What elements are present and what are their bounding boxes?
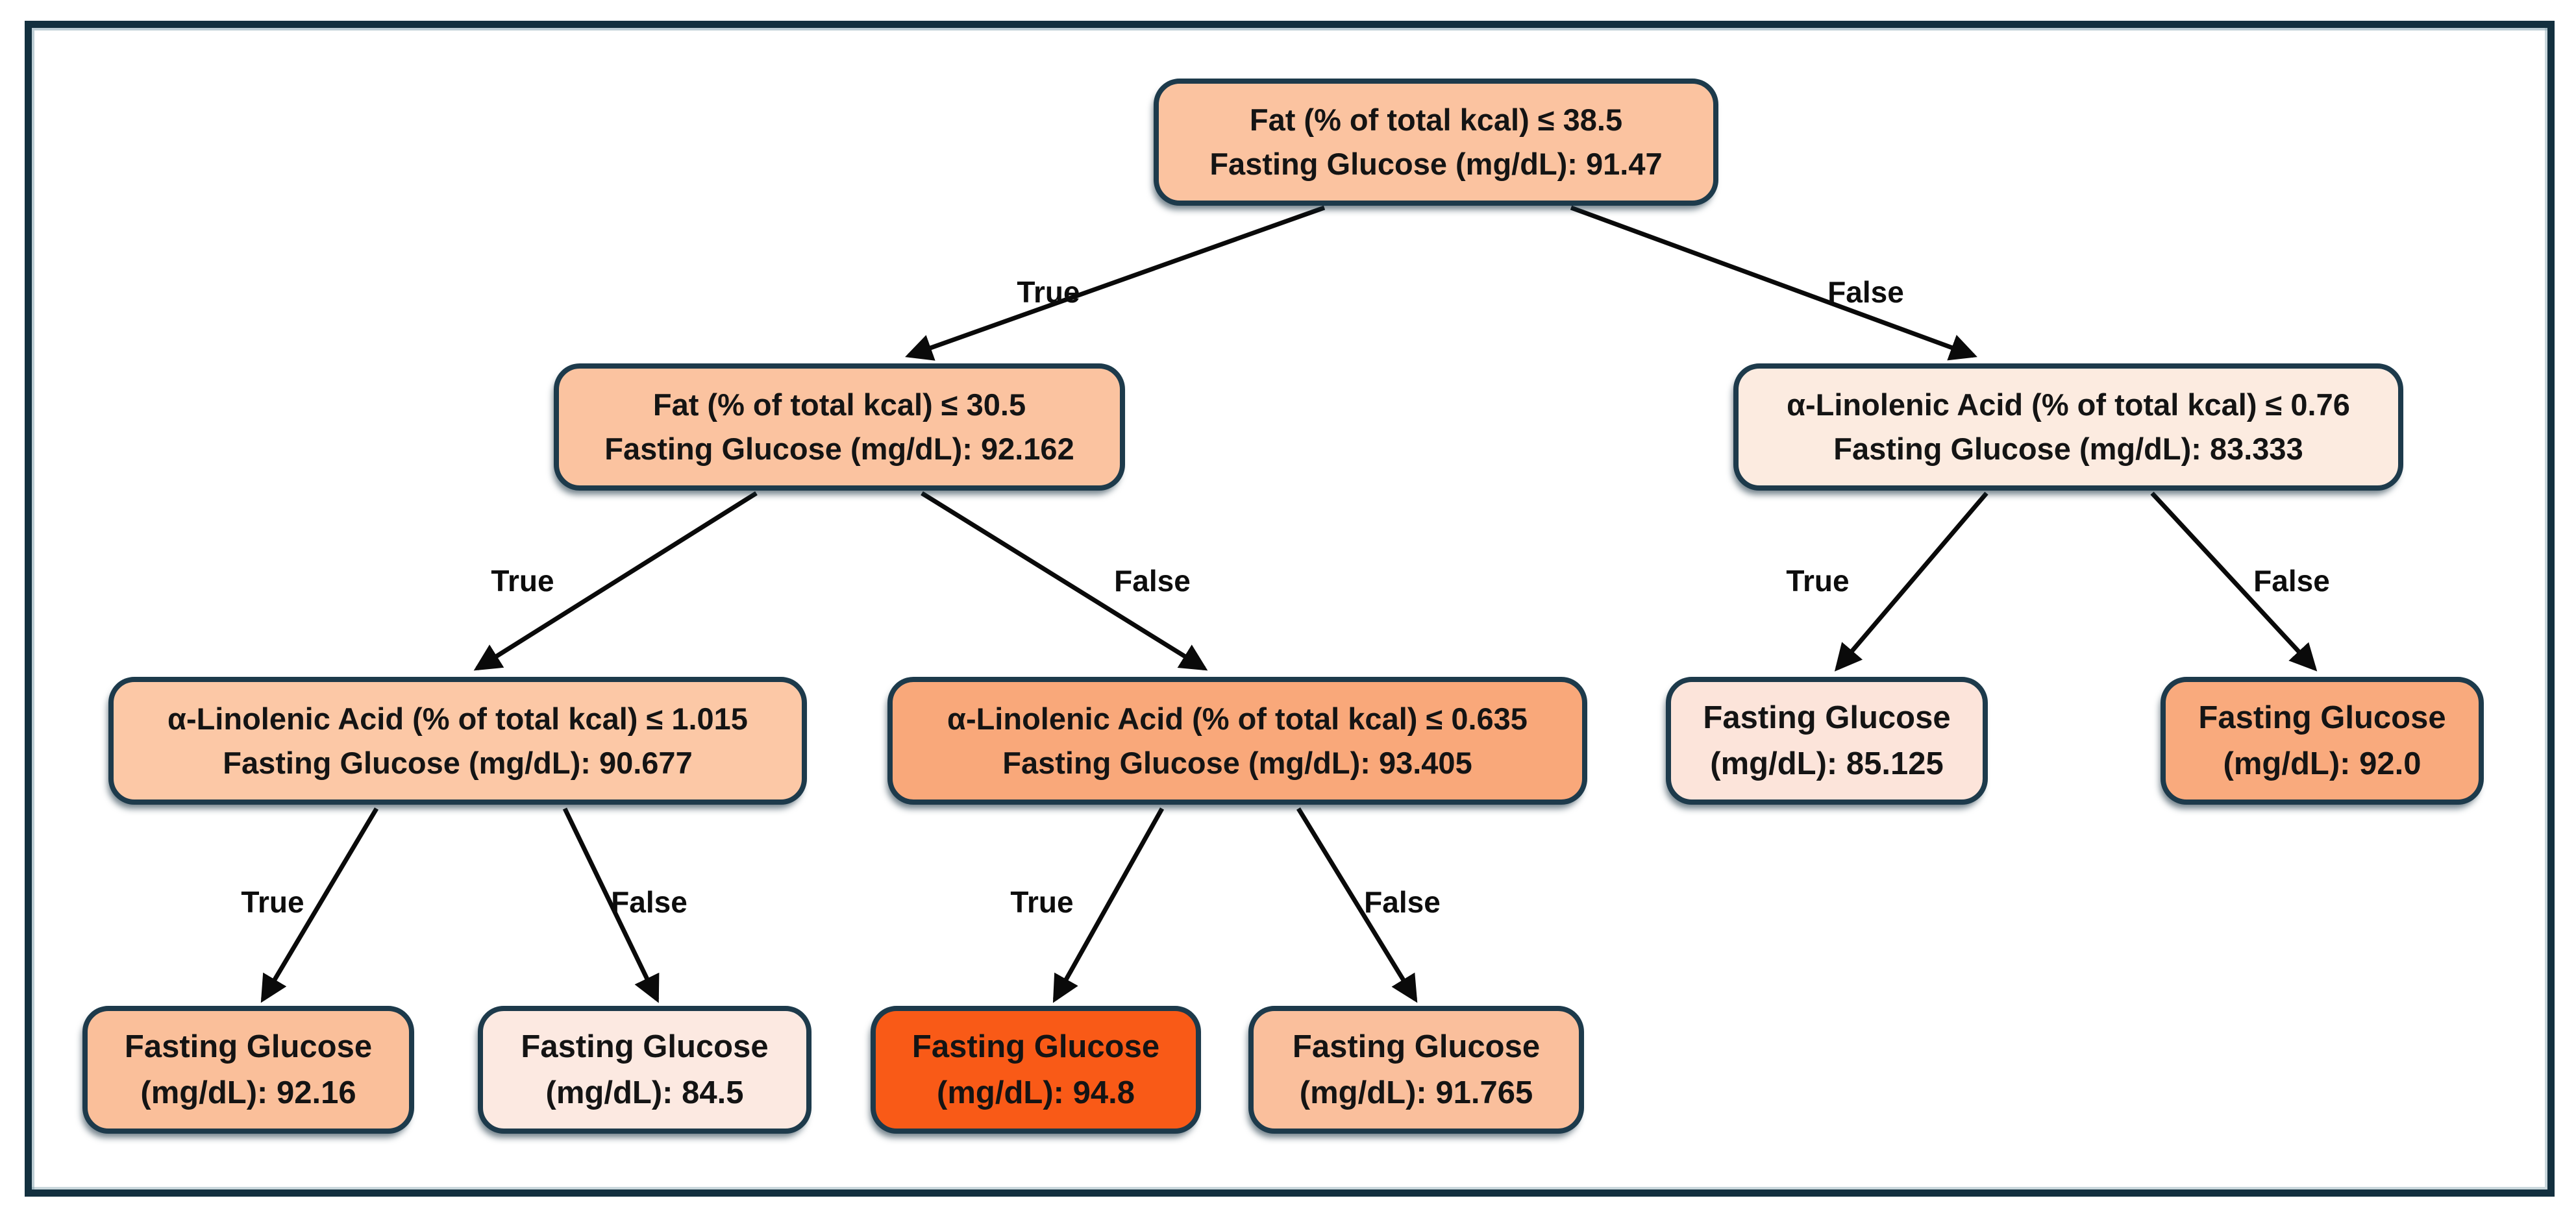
leaf-node-85-125: Fasting Glucose (mg/dL): 85.125 [1666, 677, 1988, 805]
node-condition: Fat (% of total kcal) ≤ 38.5 [1249, 103, 1623, 138]
leaf-label: Fasting Glucose [1292, 1029, 1541, 1064]
leaf-node-92-16: Fasting Glucose (mg/dL): 92.16 [82, 1006, 414, 1134]
leaf-label: Fasting Glucose [124, 1029, 373, 1064]
tree-node-ala-1-015: α-Linolenic Acid (% of total kcal) ≤ 1.0… [108, 677, 807, 805]
edge-label-fat305-true: True [491, 564, 554, 598]
node-condition: α-Linolenic Acid (% of total kcal) ≤ 1.0… [167, 701, 748, 736]
node-condition: α-Linolenic Acid (% of total kcal) ≤ 0.6… [947, 701, 1528, 736]
leaf-value: (mg/dL): 85.125 [1710, 746, 1944, 781]
leaf-label: Fasting Glucose [1703, 700, 1951, 735]
tree-node-ala-0-76: α-Linolenic Acid (% of total kcal) ≤ 0.7… [1733, 363, 2403, 491]
tree-node-fat-30-5: Fat (% of total kcal) ≤ 30.5 Fasting Glu… [554, 363, 1125, 491]
leaf-label: Fasting Glucose [521, 1029, 769, 1064]
tree-node-ala-0-635: α-Linolenic Acid (% of total kcal) ≤ 0.6… [887, 677, 1587, 805]
edge-label-ala076-true: True [1786, 564, 1850, 598]
leaf-node-91-765: Fasting Glucose (mg/dL): 91.765 [1248, 1006, 1584, 1134]
edge-label-ala1015-false: False [611, 885, 687, 919]
node-value: Fasting Glucose (mg/dL): 83.333 [1833, 432, 2303, 466]
node-condition: α-Linolenic Acid (% of total kcal) ≤ 0.7… [1787, 387, 2350, 422]
leaf-label: Fasting Glucose [2198, 700, 2446, 735]
edge-label-root-true: True [1017, 275, 1080, 309]
edge-label-ala0635-true: True [1010, 885, 1074, 919]
node-value: Fasting Glucose (mg/dL): 93.405 [1002, 745, 1472, 780]
tree-node-root: Fat (% of total kcal) ≤ 38.5 Fasting Glu… [1154, 79, 1718, 206]
node-condition: Fat (% of total kcal) ≤ 30.5 [652, 387, 1026, 422]
node-value: Fasting Glucose (mg/dL): 92.162 [604, 432, 1074, 466]
leaf-value: (mg/dL): 91.765 [1299, 1075, 1533, 1110]
edge-label-fat305-false: False [1114, 564, 1191, 598]
node-value: Fasting Glucose (mg/dL): 90.677 [223, 745, 693, 780]
leaf-node-84-5: Fasting Glucose (mg/dL): 84.5 [478, 1006, 811, 1134]
edge-label-ala076-false: False [2253, 564, 2330, 598]
node-value: Fasting Glucose (mg/dL): 91.47 [1209, 147, 1663, 181]
leaf-node-94-8: Fasting Glucose (mg/dL): 94.8 [871, 1006, 1201, 1134]
leaf-label: Fasting Glucose [911, 1029, 1160, 1064]
leaf-node-92-0: Fasting Glucose (mg/dL): 92.0 [2161, 677, 2484, 805]
leaf-value: (mg/dL): 84.5 [545, 1075, 744, 1110]
edge-label-ala0635-false: False [1364, 885, 1441, 919]
leaf-value: (mg/dL): 92.0 [2223, 746, 2421, 781]
edge-label-root-false: False [1827, 275, 1904, 309]
edge-label-ala1015-true: True [241, 885, 304, 919]
leaf-value: (mg/dL): 94.8 [937, 1075, 1135, 1110]
leaf-value: (mg/dL): 92.16 [140, 1075, 356, 1110]
